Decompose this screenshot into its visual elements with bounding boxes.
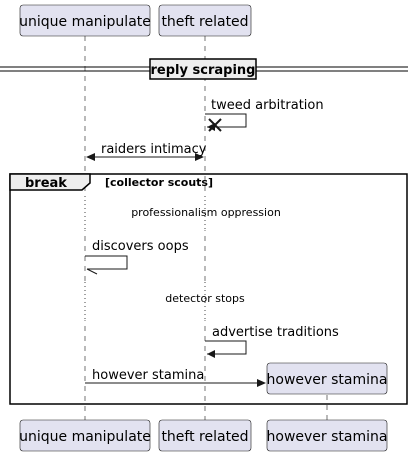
participant-however-stamina-created: however stamina — [267, 362, 388, 395]
participant-label: unique manipulate — [19, 14, 151, 30]
divider-label: reply scraping — [151, 63, 256, 78]
delay-professionalism-oppression: professionalism oppression — [82, 196, 281, 230]
participant-label: however stamina — [267, 372, 388, 388]
participant-label: however stamina — [267, 429, 388, 445]
participant-unique-manipulate-top: unique manipulate — [19, 4, 151, 37]
participant-however-stamina-bottom: however stamina — [267, 419, 388, 452]
message-label: advertise traditions — [212, 325, 339, 340]
delay-label: detector stops — [165, 292, 245, 305]
participant-theft-related-top: theft related — [158, 4, 252, 37]
break-fragment: break [collector scouts] — [9, 173, 408, 405]
participant-unique-manipulate-bottom: unique manipulate — [19, 419, 151, 452]
arrowhead-left-icon — [86, 153, 95, 161]
participant-label: theft related — [161, 429, 248, 445]
message-however-stamina: however stamina — [85, 368, 266, 387]
message-raiders-intimacy: raiders intimacy — [86, 142, 207, 161]
message-label: tweed arbitration — [211, 98, 324, 113]
destroy-icon — [208, 118, 222, 132]
message-label: however stamina — [92, 368, 204, 383]
message-advertise-traditions: advertise traditions — [205, 325, 339, 358]
message-label: raiders intimacy — [101, 142, 207, 157]
participant-label: theft related — [161, 14, 248, 30]
message-discovers-oops: discovers oops — [85, 239, 189, 275]
divider-reply-scraping: reply scraping — [0, 58, 408, 80]
message-tweed-arbitration: tweed arbitration — [205, 98, 324, 132]
fragment-keyword: break — [25, 176, 67, 191]
fragment-condition: [collector scouts] — [105, 176, 213, 189]
open-arrowhead-icon — [86, 268, 98, 275]
delay-label: professionalism oppression — [131, 206, 281, 219]
delay-detector-stops: detector stops — [82, 282, 245, 320]
arrowhead-right-icon — [195, 153, 204, 161]
participant-label: unique manipulate — [19, 429, 151, 445]
participant-theft-related-bottom: theft related — [158, 419, 252, 452]
message-label: discovers oops — [92, 239, 189, 254]
